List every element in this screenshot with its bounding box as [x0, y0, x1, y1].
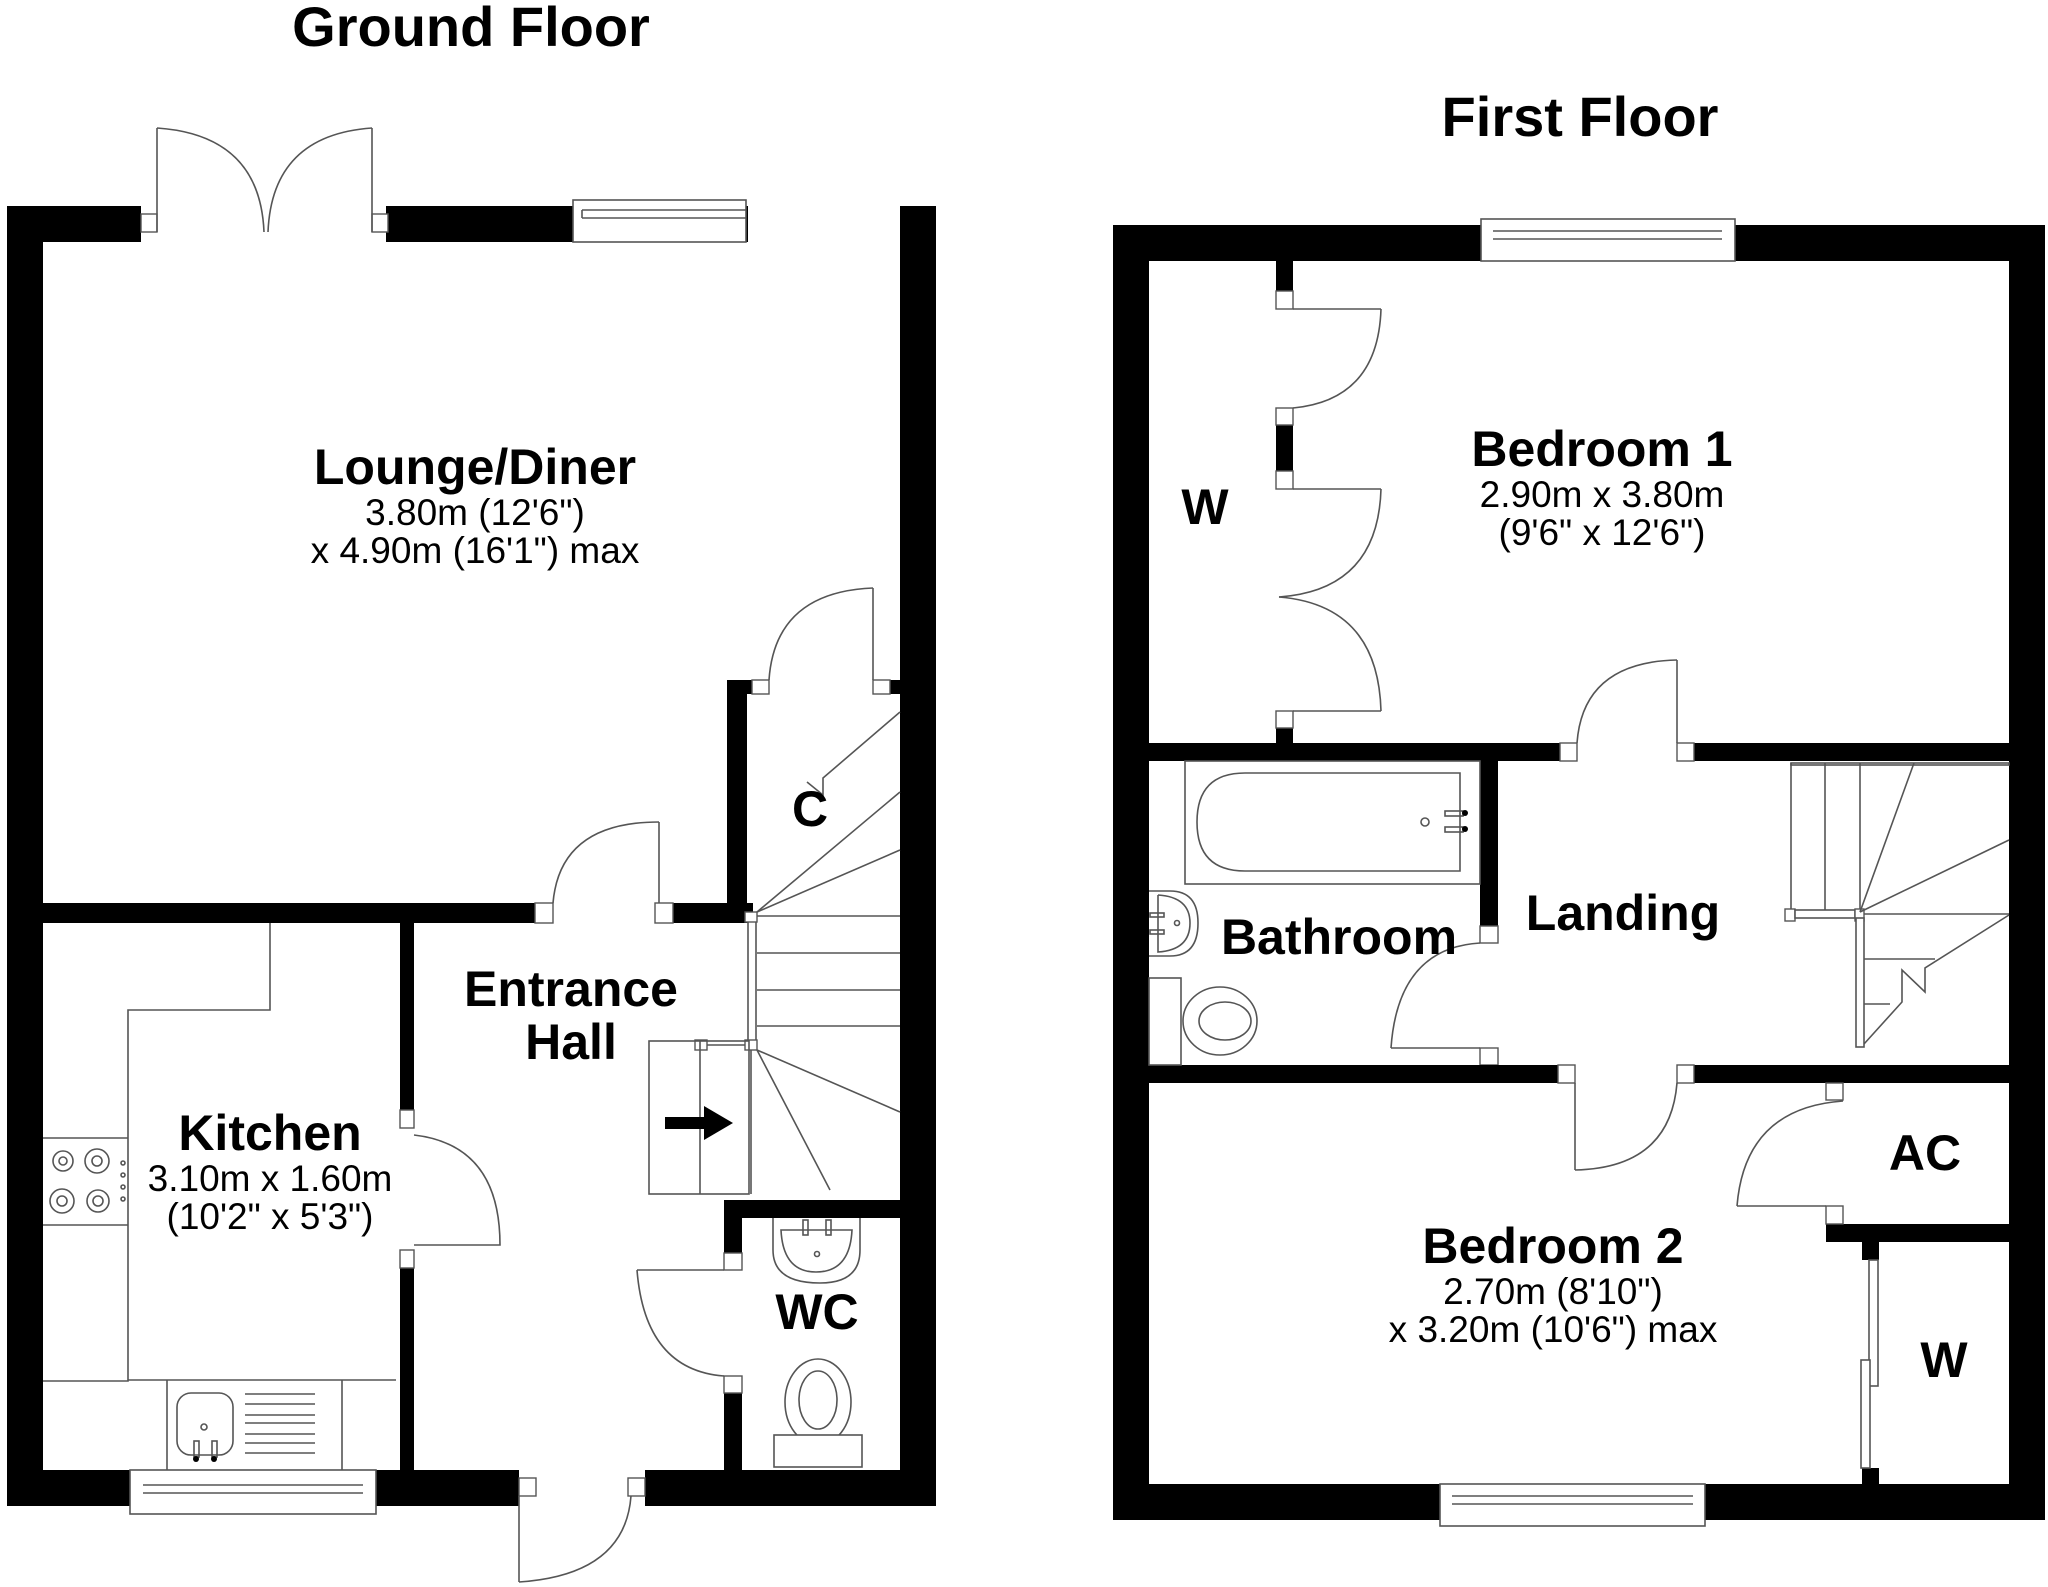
room-dimensions: 2.90m x 3.80m [1479, 473, 1725, 515]
room-label-wc: WC [775, 1284, 859, 1340]
kitchen-worktop [43, 923, 396, 1470]
toilet-icon [773, 1358, 863, 1468]
room-label-lounge-diner: Lounge/Diner 3.80m (12'6") x 4.90m (16'1… [311, 441, 640, 571]
room-label-landing: Landing [1525, 885, 1721, 941]
door-icon [399, 1109, 501, 1269]
room-label-bathroom: Bathroom [1220, 909, 1458, 965]
room-name: Bedroom 1 [1471, 421, 1733, 477]
room-label-kitchen: Kitchen 3.10m x 1.60m (10'2" x 5'3") [148, 1107, 393, 1237]
room-dimensions: (9'6" x 12'6") [1498, 512, 1706, 554]
room-name: Kitchen [178, 1105, 362, 1161]
window-icon [1439, 1483, 1706, 1527]
door-icon [1559, 659, 1695, 762]
window-icon [129, 1469, 377, 1515]
room-dimensions: 2.70m (8'10") [1443, 1270, 1663, 1312]
ground-floor-plan [7, 127, 936, 1583]
window-icon [572, 199, 747, 243]
toilet-icon [1148, 977, 1258, 1066]
room-dimensions: (10'2" x 5'3") [166, 1196, 374, 1238]
room-dimensions: 3.10m x 1.60m [147, 1157, 393, 1199]
staircase-icon [648, 711, 901, 1195]
window-icon [1480, 218, 1736, 262]
room-label-airing-cupboard: AC [1888, 1125, 1962, 1181]
room-name: Bedroom 2 [1422, 1218, 1684, 1274]
basin-icon [1149, 890, 1199, 957]
room-name: Entrance [464, 961, 678, 1017]
staircase-icon [1784, 762, 2010, 1048]
room-name: Lounge/Diner [313, 439, 637, 495]
door-icon [1390, 925, 1499, 1066]
room-dimensions: 3.80m (12'6") [365, 491, 585, 533]
wardrobe-doors-icon [1275, 290, 1382, 729]
sliding-wardrobe-doors-icon [1860, 1259, 1879, 1469]
door-icon [534, 821, 674, 924]
door-icon [1736, 1082, 1844, 1225]
room-label-entrance-hall: Entrance Hall [464, 963, 678, 1068]
front-door-icon [518, 1477, 646, 1583]
bathtub-icon [1184, 760, 1481, 885]
room-name: Hall [525, 1013, 617, 1070]
door-icon [1557, 1064, 1695, 1171]
room-dimensions: x 4.90m (16'1") max [310, 530, 640, 572]
french-doors-icon [140, 127, 389, 233]
room-label-bedroom-2: Bedroom 2 2.70m (8'10") x 3.20m (10'6") … [1389, 1220, 1718, 1350]
room-label-bedroom-1: Bedroom 1 2.90m x 3.80m (9'6" x 12'6") [1471, 423, 1732, 553]
ground-floor-title: Ground Floor [292, 0, 650, 58]
door-icon [751, 587, 891, 695]
hob-icon [49, 1148, 126, 1214]
room-label-wardrobe-2: W [1920, 1332, 1968, 1388]
sink-icon [176, 1392, 315, 1462]
first-floor-plan [1113, 218, 2045, 1527]
first-floor-title: First Floor [1441, 85, 1719, 148]
stairs-direction-arrow-icon [665, 1106, 733, 1140]
room-label-cupboard: C [791, 781, 829, 837]
basin-icon [772, 1218, 861, 1284]
door-icon [636, 1252, 743, 1394]
room-label-wardrobe-1: W [1181, 479, 1229, 535]
room-dimensions: x 3.20m (10'6") max [1388, 1309, 1718, 1351]
